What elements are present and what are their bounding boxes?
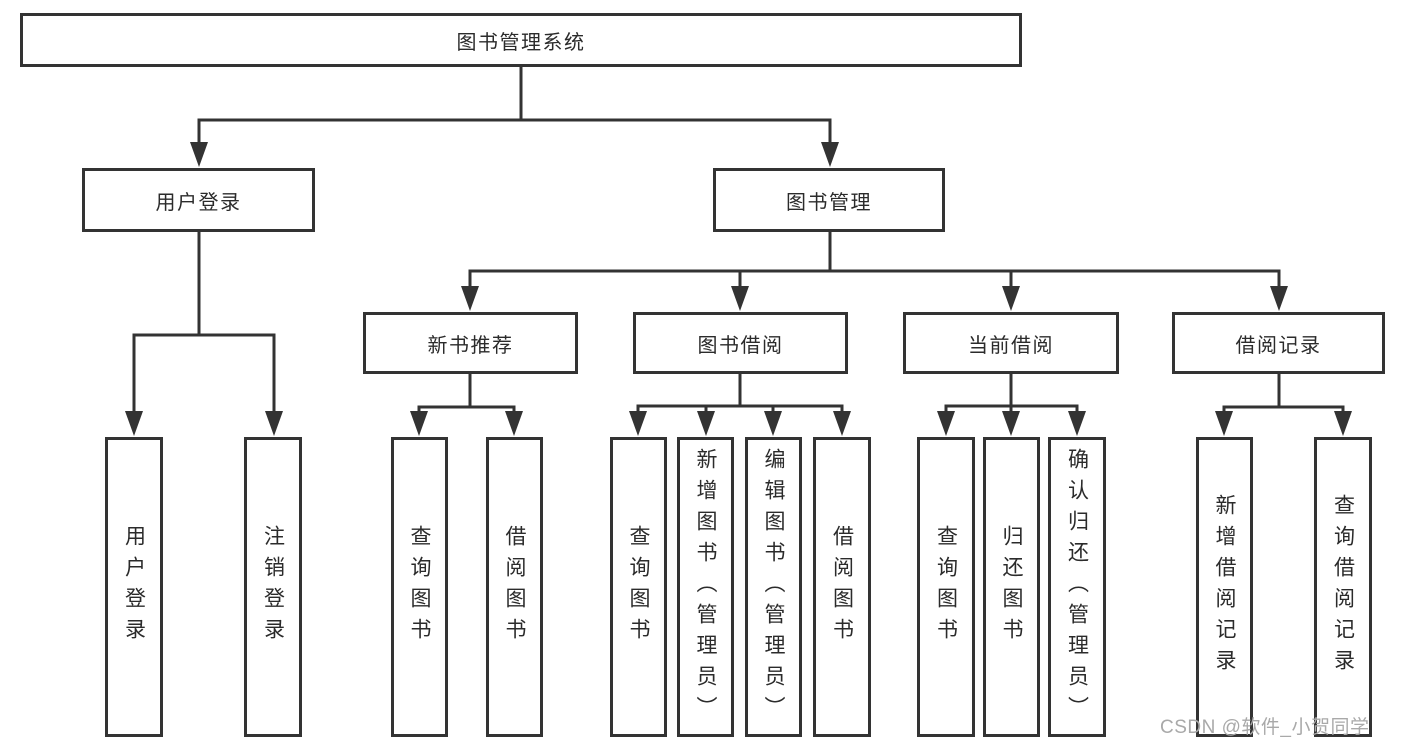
node-borrowing-records: 借阅记录 (1172, 312, 1385, 374)
node-new-book-recommendation-label: 新书推荐 (427, 334, 514, 357)
leaf-add-borrow-record-label: 新增借阅记录 (1213, 494, 1237, 680)
node-new-book-recommendation: 新书推荐 (363, 312, 578, 374)
leaf-add-books-admin: 新增图书（管理员） (677, 437, 734, 737)
leaf-query-books-current-label: 查询图书 (934, 525, 958, 649)
node-book-borrowing: 图书借阅 (633, 312, 848, 374)
leaf-return-books: 归还图书 (983, 437, 1040, 737)
leaf-confirm-return-admin-label: 确认归还（管理员） (1065, 447, 1089, 727)
node-book-management: 图书管理 (713, 168, 945, 232)
node-borrowing-records-label: 借阅记录 (1235, 334, 1322, 357)
leaf-query-books-borrowing-label: 查询图书 (627, 525, 651, 649)
leaf-borrow-books-recommendation-label: 借阅图书 (503, 525, 527, 649)
leaf-add-borrow-record: 新增借阅记录 (1196, 437, 1253, 737)
node-current-borrowing-label: 当前借阅 (968, 334, 1054, 357)
leaf-query-books-current: 查询图书 (917, 437, 975, 737)
leaf-query-books-recommendation-label: 查询图书 (408, 525, 432, 649)
leaf-edit-books-admin-label: 编辑图书（管理员） (762, 447, 786, 727)
node-user-login: 用户登录 (82, 168, 315, 232)
leaf-confirm-return-admin: 确认归还（管理员） (1048, 437, 1106, 737)
leaf-user-login: 用户登录 (105, 437, 163, 737)
leaf-query-books-recommendation: 查询图书 (391, 437, 448, 737)
leaf-borrow-books-label: 借阅图书 (830, 525, 854, 649)
leaf-borrow-books-recommendation: 借阅图书 (486, 437, 543, 737)
leaf-return-books-label: 归还图书 (1000, 525, 1024, 649)
node-user-login-label: 用户登录 (155, 191, 242, 214)
leaf-query-borrow-record-label: 查询借阅记录 (1331, 494, 1355, 680)
leaf-edit-books-admin: 编辑图书（管理员） (745, 437, 802, 737)
csdn-watermark: CSDN @软件_小贺同学 (1160, 717, 1370, 738)
leaf-borrow-books: 借阅图书 (813, 437, 871, 737)
leaf-logout: 注销登录 (244, 437, 302, 737)
leaf-logout-label: 注销登录 (261, 525, 285, 649)
node-book-management-label: 图书管理 (786, 191, 872, 214)
leaf-query-borrow-record: 查询借阅记录 (1314, 437, 1372, 737)
node-book-borrowing-label: 图书借阅 (697, 334, 784, 357)
node-root-label: 图书管理系统 (456, 31, 586, 54)
node-current-borrowing: 当前借阅 (903, 312, 1119, 374)
leaf-user-login-label: 用户登录 (122, 525, 146, 649)
leaf-add-books-admin-label: 新增图书（管理员） (694, 447, 718, 727)
node-root: 图书管理系统 (20, 13, 1022, 67)
leaf-query-books-borrowing: 查询图书 (610, 437, 667, 737)
